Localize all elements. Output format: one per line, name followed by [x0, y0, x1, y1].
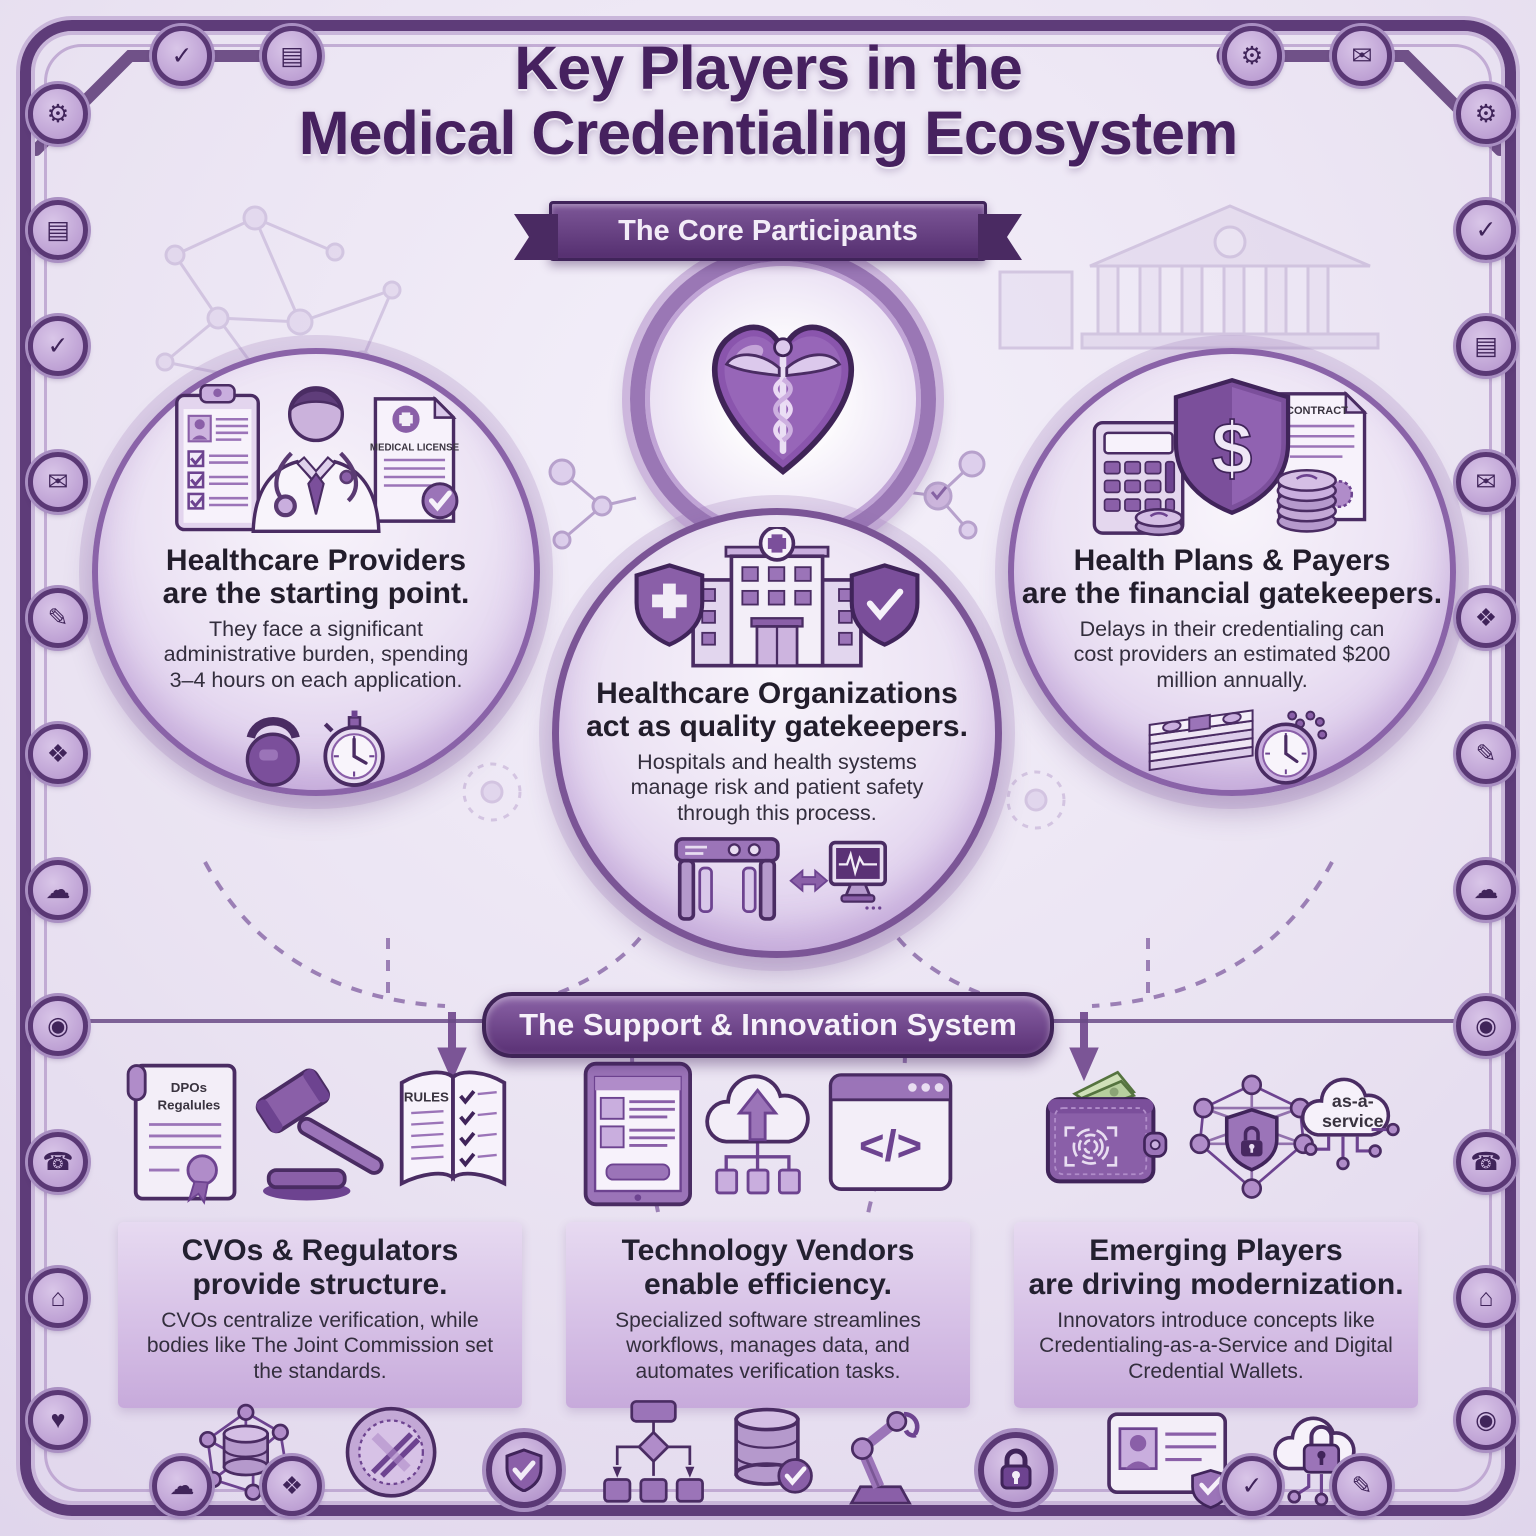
target-icon: ◉: [1456, 996, 1516, 1056]
gear-icon: ⚙: [28, 84, 88, 144]
node-icon: ❖: [28, 724, 88, 784]
doctor-license-clipboard-icon: MEDICAL LICENSE: [175, 384, 460, 534]
doc-icon: ▤: [1456, 316, 1516, 376]
cvos-title-line: CVOs & Regulators: [181, 1234, 459, 1267]
shield-check-icon: [486, 1432, 562, 1508]
vendors-bottom-icons: [572, 1396, 962, 1519]
check-icon: ✓: [1456, 200, 1516, 260]
payers-title-line: Health Plans & Payers: [1073, 543, 1391, 577]
cloud-label-line2: service: [1322, 1111, 1384, 1131]
node-icon: ❖: [1456, 588, 1516, 648]
payers-subtitle-line: are the financial gatekeepers.: [1021, 576, 1443, 610]
heart-caduceus-medallion: [630, 246, 936, 552]
pencil-icon: ✎: [1332, 1456, 1392, 1516]
page-title-line1: Key Players in the: [514, 34, 1023, 102]
cvos-regulators-panel: CVOs & Regulators provide structure. CVO…: [118, 1222, 522, 1408]
scroll-label-line2: Regalules: [157, 1097, 220, 1112]
organizations-body: Hospitals and health systems manage risk…: [630, 750, 924, 825]
cloud-icon: ☁: [152, 1456, 212, 1516]
healthcare-organizations-section: Healthcare Organizations act as quality …: [552, 508, 1002, 958]
cvos-subtitle-line: provide structure.: [192, 1267, 448, 1301]
payers-body: Delays in their credentialing can cost p…: [1073, 616, 1391, 692]
cvos-bottom-icons: [158, 1396, 488, 1519]
gear-icon: ⚙: [1456, 84, 1516, 144]
support-innovation-banner-label: The Support & Innovation System: [519, 1007, 1017, 1042]
technology-vendors-panel: Technology Vendors enable efficiency. Sp…: [566, 1222, 970, 1408]
home-icon: ⌂: [28, 1268, 88, 1328]
scanner-monitor-icon: [674, 837, 887, 921]
emerging-title: Emerging Players are driving modernizati…: [1028, 1234, 1403, 1301]
vendors-body: Specialized software streamlines workflo…: [615, 1309, 921, 1383]
heart-icon: ♥: [28, 1390, 88, 1450]
phone-icon: ☎: [28, 1132, 88, 1192]
phone-icon: ☎: [1456, 1132, 1516, 1192]
cash-stack-clock-icon: [1148, 709, 1328, 785]
gear-icon: ⚙: [1222, 26, 1282, 86]
mail-icon: ✉: [28, 452, 88, 512]
finance-shield-contract-icon: CONTRACT $: [1092, 377, 1368, 537]
tablet-cloud-code-icon: </>: [583, 1061, 953, 1207]
support-innovation-banner: The Support & Innovation System: [482, 992, 1054, 1058]
doc-icon: ▤: [262, 26, 322, 86]
check-icon: ✓: [152, 26, 212, 86]
hospital-shields-icon: [634, 527, 920, 668]
emerging-title-line: Emerging Players: [1089, 1234, 1343, 1267]
node-icon: ❖: [262, 1456, 322, 1516]
cvos-body: CVOs centralize verification, while bodi…: [146, 1309, 494, 1383]
healthcare-providers-section: MEDICAL LICENSE Healthcare Providers are…: [92, 348, 540, 796]
organizations-title-line: Healthcare Organizations: [596, 677, 958, 710]
page-title: Key Players in the Medical Credentialing…: [0, 36, 1536, 165]
cvos-icons: DPOs Regalules RULES: [110, 1058, 530, 1215]
payers-title: Health Plans & Payers are the financial …: [1022, 544, 1442, 610]
padlock-icon: [978, 1432, 1054, 1508]
organizations-title: Healthcare Organizations act as quality …: [586, 677, 968, 743]
check-icon: ✓: [28, 316, 88, 376]
heart-caduceus-icon: [711, 324, 855, 475]
providers-subtitle-line: are the starting point.: [162, 576, 470, 610]
network-database-seal-icon: [199, 1403, 437, 1501]
emerging-subtitle-line: are driving modernization.: [1028, 1267, 1404, 1301]
vendors-title: Technology Vendors enable efficiency.: [622, 1234, 915, 1301]
code-label: </>: [859, 1122, 922, 1171]
vendors-icons: </>: [558, 1058, 978, 1215]
core-participants-banner: The Core Participants: [549, 201, 987, 261]
doc-icon: ▤: [28, 200, 88, 260]
scroll-label-line1: DPOs: [171, 1080, 207, 1095]
wallet-network-cloud-icon: as-a- service: [1045, 1070, 1400, 1199]
page-title-line2: Medical Credentialing Ecosystem: [298, 98, 1239, 167]
license-label: MEDICAL LICENSE: [370, 443, 460, 454]
mail-icon: ✉: [1456, 452, 1516, 512]
contract-label: CONTRACT: [1286, 405, 1348, 417]
vendors-title-line: Technology Vendors: [621, 1234, 915, 1267]
target-icon: ◉: [28, 996, 88, 1056]
kettlebell-stopwatch-icon: [245, 710, 385, 787]
target-icon: ◉: [1456, 1390, 1516, 1450]
emerging-icons: as-a- service: [1006, 1058, 1426, 1215]
pencil-icon: ✎: [28, 588, 88, 648]
providers-body: They face a significant administrative b…: [163, 616, 469, 692]
rules-label: RULES: [404, 1090, 449, 1105]
mail-icon: ✉: [1332, 26, 1392, 86]
home-icon: ⌂: [1456, 1268, 1516, 1328]
organizations-subtitle-line: act as quality gatekeepers.: [586, 710, 968, 743]
svg-text:$: $: [1212, 409, 1253, 490]
scroll-gavel-rulebook-icon: DPOs Regalules RULES: [126, 1063, 507, 1205]
health-plans-payers-section: CONTRACT $: [1008, 348, 1456, 796]
cloud-icon: ☁: [1456, 860, 1516, 920]
flowchart-database-robot-icon: [603, 1400, 920, 1505]
providers-title-line: Healthcare Providers: [165, 543, 467, 577]
vendors-subtitle-line: enable efficiency.: [644, 1267, 892, 1301]
check-icon: ✓: [1222, 1456, 1282, 1516]
emerging-players-panel: Emerging Players are driving modernizati…: [1014, 1222, 1418, 1408]
cloud-icon: ☁: [28, 860, 88, 920]
cloud-label-line1: as-a-: [1332, 1091, 1374, 1111]
pencil-icon: ✎: [1456, 724, 1516, 784]
cvos-title: CVOs & Regulators provide structure.: [182, 1234, 459, 1301]
emerging-body: Innovators introduce concepts like Crede…: [1039, 1309, 1393, 1383]
core-participants-banner-label: The Core Participants: [618, 214, 918, 247]
providers-title: Healthcare Providers are the starting po…: [163, 544, 470, 610]
